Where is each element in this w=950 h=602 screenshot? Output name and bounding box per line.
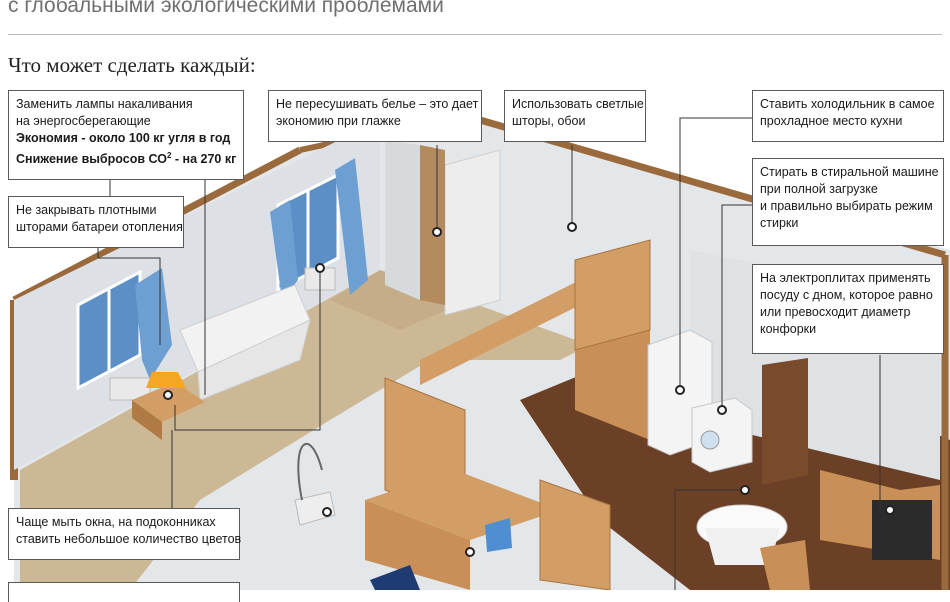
wardrobe: [444, 149, 501, 316]
callout-text: ставить небольшое количество цветов: [16, 532, 242, 546]
side-table: [132, 382, 205, 422]
callout-radiators: Не закрывать плотными шторами батареи от…: [8, 196, 184, 248]
curtain: [270, 200, 298, 300]
callout-text: экономию при глажке: [276, 114, 401, 128]
callout-text: Не закрывать плотными: [16, 203, 157, 217]
callout-text: при полной загрузке: [760, 182, 878, 196]
callout-text: На электроплитах применять: [760, 271, 931, 285]
callout-text: и правильно выбирать режим: [760, 199, 933, 213]
callout-text: шторы, обои: [512, 114, 586, 128]
lamp: [146, 372, 186, 388]
marker: [675, 385, 685, 395]
office-chair: [370, 565, 420, 590]
laptop: [485, 518, 512, 552]
washing-machine: [691, 397, 753, 473]
callout-curtains: Использовать светлые шторы, обои: [504, 90, 646, 142]
callout-text: Не пересушивать белье – это дает: [276, 97, 479, 111]
marker: [717, 405, 727, 415]
stove: [872, 500, 932, 560]
callout-laundry: Не пересушивать белье – это дает экономи…: [268, 90, 482, 142]
curtain: [335, 158, 368, 295]
door: [762, 358, 808, 485]
marker: [740, 485, 750, 495]
callout-text: Заменить лампы накаливания: [16, 97, 193, 111]
callout-text: прохладное место кухни: [760, 114, 903, 128]
callout-text: стирки: [760, 216, 799, 230]
marker: [315, 263, 325, 273]
marker: [465, 547, 475, 557]
callout-text: или превосходит диаметр: [760, 305, 911, 319]
shelf-unit: [574, 239, 651, 351]
callout-text: - на 270 кг: [171, 152, 237, 167]
vacuum-cleaner: [294, 491, 336, 526]
callout-windows: Чаще мыть окна, на подоконниках ставить …: [8, 508, 242, 560]
callout-text: Экономия - около 100 кг угля в год: [16, 131, 231, 145]
marker: [432, 227, 442, 237]
marker: [567, 222, 577, 232]
marker: [322, 507, 332, 517]
partition-wall: [420, 275, 590, 385]
callout-fridge: Ставить холодильник в самое прохладное м…: [752, 90, 944, 142]
page-subtitle: с глобальными экологическими проблемами: [8, 0, 444, 17]
callout-washer: Стирать в стиральной машине при полной з…: [752, 158, 944, 246]
callout-text: Ставить холодильник в самое: [760, 97, 935, 111]
divider: [8, 34, 942, 35]
marker: [885, 505, 895, 515]
callout-text: Снижение выбросов СО: [16, 152, 167, 167]
section-heading: Что может сделать каждый:: [8, 53, 256, 77]
callout-text: на энергосберегающие: [16, 114, 151, 128]
callout-text: 2: [166, 151, 172, 160]
chair: [760, 540, 810, 590]
callout-stove: На электроплитах применять посуду с дном…: [752, 264, 944, 354]
marker: [163, 390, 173, 400]
callout-text: посуду с дном, которое равно: [760, 288, 933, 302]
callout-text: Чаще мыть окна, на подоконниках: [16, 515, 216, 529]
connector-lines: [97, 117, 881, 590]
desk: [365, 470, 560, 540]
callout-text: Стирать в стиральной машине: [760, 165, 939, 179]
callout-text: шторами батареи отопления: [16, 220, 183, 234]
callout-partial: [8, 582, 240, 602]
callout-lamps: Заменить лампы накаливания на энергосбер…: [8, 90, 244, 180]
bookcase: [539, 479, 611, 590]
callout-text: конфорки: [760, 322, 817, 336]
window-left: [76, 269, 142, 391]
callout-text: Использовать светлые: [512, 97, 644, 111]
curtain: [135, 268, 172, 380]
